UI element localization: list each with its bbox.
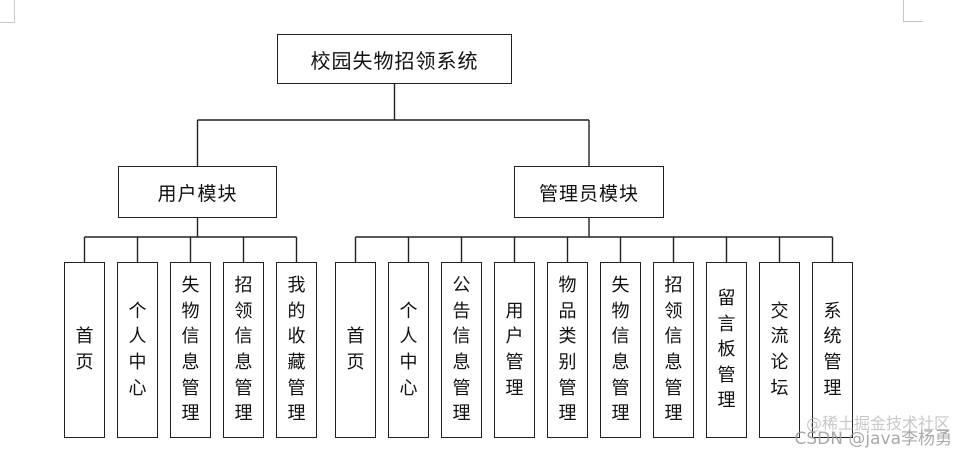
leaf-label: 首页 xyxy=(346,326,365,373)
module-node-admin-label: 管理员模块 xyxy=(538,182,639,205)
leaf-label: 个人中心 xyxy=(399,300,418,399)
page-corner-right-mark xyxy=(903,0,904,22)
leaf-node: 我的收藏管理 xyxy=(276,262,317,438)
leaf-node: 个人中心 xyxy=(388,262,429,438)
leaf-node: 招领信息管理 xyxy=(223,262,264,438)
leaf-node: 系统管理 xyxy=(812,262,853,438)
leaf-label: 留言板管理 xyxy=(717,288,736,412)
leaf-label: 公告信息管理 xyxy=(452,275,471,425)
leaf-node: 招领信息管理 xyxy=(653,262,694,438)
leaf-node: 用户管理 xyxy=(494,262,535,438)
leaf-node: 留言板管理 xyxy=(706,262,747,438)
leaf-label: 失物信息管理 xyxy=(611,275,630,425)
leaf-node: 首页 xyxy=(64,262,105,438)
watermark-csdn: CSDN @java李杨勇 xyxy=(794,429,953,449)
leaf-node: 公告信息管理 xyxy=(441,262,482,438)
page-corner-right-mark-h xyxy=(903,21,923,22)
leaf-node: 失物信息管理 xyxy=(170,262,211,438)
module-node-admin: 管理员模块 xyxy=(514,166,664,218)
leaf-label: 招领信息管理 xyxy=(234,275,253,425)
leaf-node: 首页 xyxy=(335,262,376,438)
leaf-label: 首页 xyxy=(75,326,94,373)
module-node-user: 用户模块 xyxy=(118,166,277,218)
leaf-label: 系统管理 xyxy=(823,300,842,399)
module-node-user-label: 用户模块 xyxy=(157,182,238,205)
leaf-node: 物品类别管理 xyxy=(547,262,588,438)
page-corner-left-mark xyxy=(0,0,15,23)
leaf-label: 个人中心 xyxy=(128,300,147,399)
leaf-node: 交流论坛 xyxy=(759,262,800,438)
leaf-label: 用户管理 xyxy=(505,300,524,399)
root-node: 校园失物招领系统 xyxy=(277,34,512,84)
leaf-label: 失物信息管理 xyxy=(181,275,200,425)
leaf-node: 失物信息管理 xyxy=(600,262,641,438)
root-node-label: 校园失物招领系统 xyxy=(310,48,479,73)
leaf-label: 我的收藏管理 xyxy=(287,275,306,425)
leaf-label: 招领信息管理 xyxy=(664,275,683,425)
watermark-juejin: @稀土掘金技术社区 xyxy=(805,414,950,433)
leaf-node: 个人中心 xyxy=(117,262,158,438)
leaf-label: 物品类别管理 xyxy=(558,275,577,425)
leaf-label: 交流论坛 xyxy=(770,300,789,399)
